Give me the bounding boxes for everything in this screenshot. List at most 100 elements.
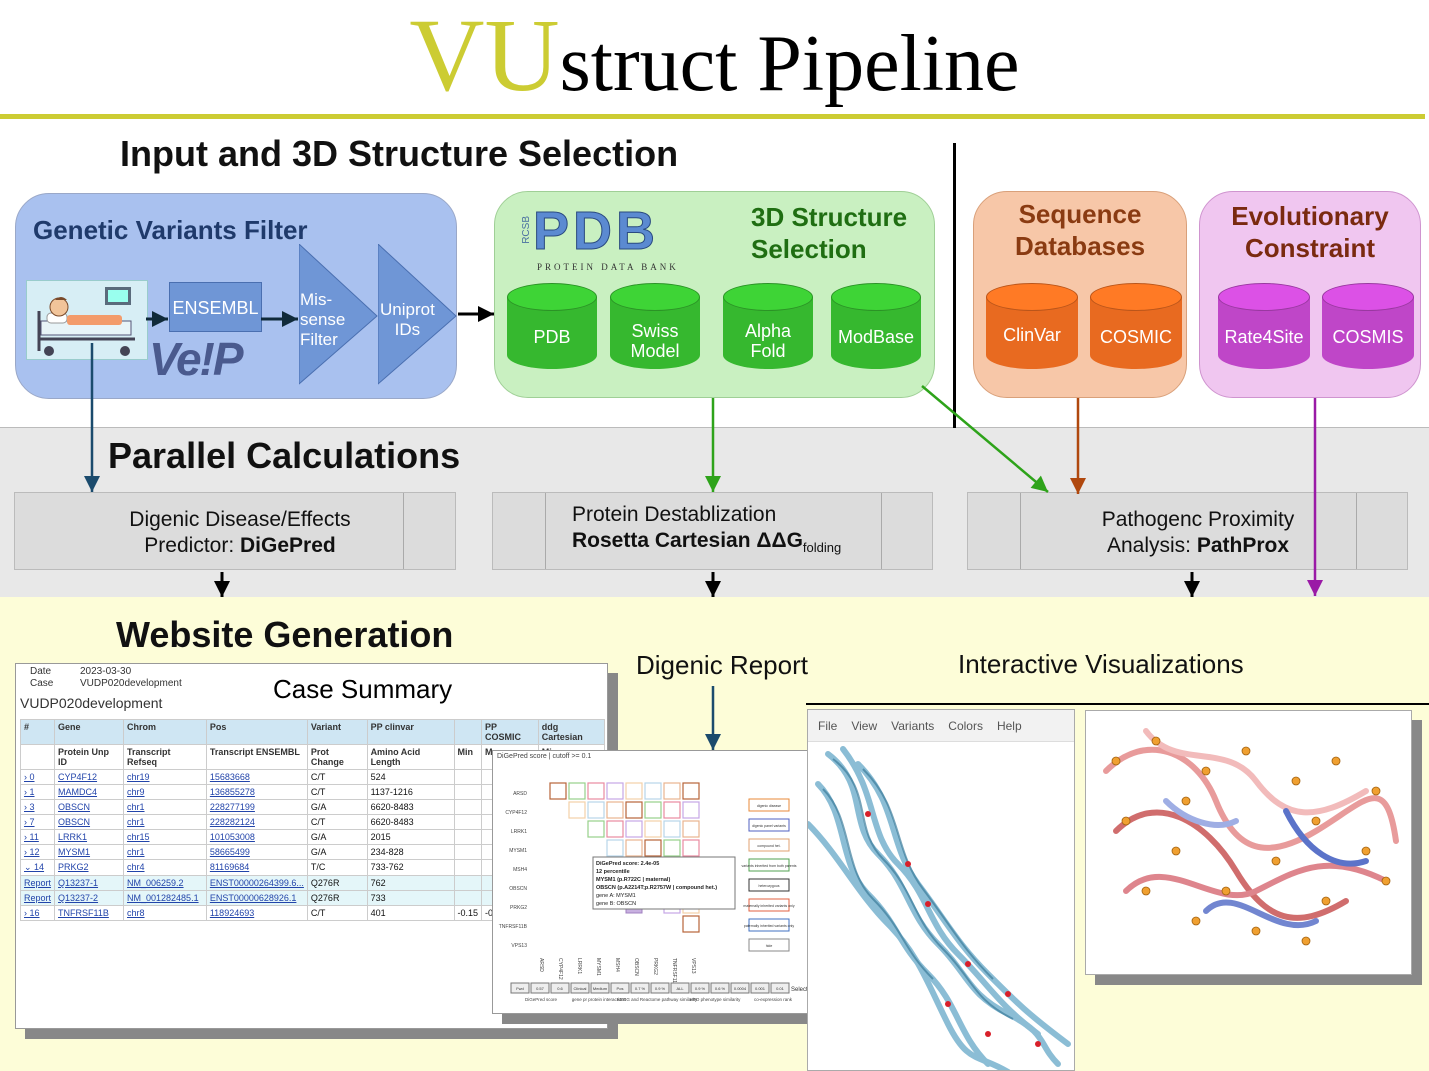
- heatmap-cell[interactable]: [568, 782, 586, 800]
- filter-button[interactable]: [530, 982, 550, 994]
- table-cell[interactable]: › 7: [19, 814, 56, 830]
- table-cell[interactable]: › 12: [19, 844, 56, 860]
- filter-button[interactable]: [630, 982, 650, 994]
- table-cell[interactable]: Q13237-2: [54, 890, 125, 906]
- legend-item[interactable]: [748, 938, 790, 952]
- filter-button[interactable]: [670, 982, 690, 994]
- table-cell[interactable]: 81169684: [205, 859, 308, 876]
- table-cell[interactable]: chr4: [123, 859, 207, 876]
- heatmap-cell[interactable]: [663, 820, 681, 838]
- table-cell[interactable]: chr1: [123, 814, 207, 830]
- viewer-menu-colors[interactable]: Colors: [948, 719, 983, 733]
- table-cell[interactable]: chr8: [123, 905, 207, 921]
- table-cell[interactable]: CYP4F12: [54, 769, 125, 785]
- table-cell[interactable]: › 0: [19, 769, 56, 785]
- table-cell[interactable]: 228282124: [205, 814, 308, 830]
- heatmap-cell[interactable]: [682, 801, 700, 819]
- table-cell[interactable]: MAMDC4: [54, 784, 125, 800]
- heatmap-cell[interactable]: [663, 782, 681, 800]
- heatmap-cell[interactable]: [606, 801, 624, 819]
- heatmap-cell[interactable]: [587, 801, 605, 819]
- legend-item[interactable]: [748, 798, 790, 812]
- heatmap-cell[interactable]: [625, 801, 643, 819]
- legend-item[interactable]: [748, 878, 790, 892]
- table-cell[interactable]: ENST00000628926.1: [205, 890, 308, 906]
- table-cell[interactable]: Q13237-1: [54, 875, 125, 891]
- legend-item[interactable]: [748, 918, 790, 932]
- heatmap-cell[interactable]: [644, 839, 662, 857]
- viewer-menu-help[interactable]: Help: [996, 719, 1022, 733]
- table-cell[interactable]: 118924693: [205, 905, 308, 921]
- heatmap-cell[interactable]: [587, 782, 605, 800]
- cs-header-cell[interactable]: Variant: [306, 719, 368, 745]
- table-cell[interactable]: › 3: [19, 799, 56, 815]
- table-cell[interactable]: › 16: [19, 905, 56, 921]
- table-cell[interactable]: chr19: [123, 769, 207, 785]
- table-cell[interactable]: 228277199: [205, 799, 308, 815]
- heatmap-cell[interactable]: [606, 820, 624, 838]
- cs-header-cell[interactable]: [453, 719, 483, 745]
- table-cell[interactable]: › 1: [19, 784, 56, 800]
- cs-header-cell[interactable]: Gene: [54, 719, 125, 745]
- filter-button[interactable]: [570, 982, 590, 994]
- table-cell[interactable]: ENST00000264399.6...: [205, 875, 308, 891]
- heatmap-cell[interactable]: [606, 839, 624, 857]
- table-cell[interactable]: TNFRSF11B: [54, 905, 125, 921]
- filter-button[interactable]: [710, 982, 730, 994]
- cs-header-cell[interactable]: Chrom: [123, 719, 207, 745]
- cs-header-cell[interactable]: Pos: [205, 719, 308, 745]
- filter-button[interactable]: [590, 982, 610, 994]
- filter-button[interactable]: [550, 982, 570, 994]
- filter-button[interactable]: [690, 982, 710, 994]
- viewer-menu-view[interactable]: View: [851, 719, 878, 733]
- legend-item[interactable]: [748, 818, 790, 832]
- heatmap-cell[interactable]: [644, 820, 662, 838]
- legend-item[interactable]: [748, 858, 790, 872]
- table-cell[interactable]: Report: [19, 890, 56, 906]
- heatmap-cell[interactable]: [682, 820, 700, 838]
- table-cell[interactable]: chr1: [123, 844, 207, 860]
- legend-item[interactable]: [748, 898, 790, 912]
- cs-header-cell[interactable]: #: [19, 719, 56, 745]
- filter-button[interactable]: [730, 982, 750, 994]
- heatmap-cell[interactable]: [568, 801, 586, 819]
- table-cell[interactable]: PRKG2: [54, 859, 125, 876]
- filter-button[interactable]: [650, 982, 670, 994]
- table-cell[interactable]: LRRK1: [54, 829, 125, 845]
- table-cell[interactable]: 58665499: [205, 844, 308, 860]
- table-cell[interactable]: OBSCN: [54, 814, 125, 830]
- table-cell[interactable]: 101053008: [205, 829, 308, 845]
- legend-item[interactable]: [748, 838, 790, 852]
- table-cell[interactable]: Report: [19, 875, 56, 891]
- heatmap-cell[interactable]: [644, 801, 662, 819]
- table-cell[interactable]: MYSM1: [54, 844, 125, 860]
- heatmap-cell[interactable]: [682, 782, 700, 800]
- heatmap-cell[interactable]: [682, 915, 700, 933]
- cs-header-cell[interactable]: PP clinvar: [366, 719, 455, 745]
- table-cell[interactable]: OBSCN: [54, 799, 125, 815]
- heatmap-cell[interactable]: [663, 801, 681, 819]
- table-cell[interactable]: chr9: [123, 784, 207, 800]
- filter-button[interactable]: [750, 982, 770, 994]
- table-cell[interactable]: 15683668: [205, 769, 308, 785]
- heatmap-cell[interactable]: [587, 820, 605, 838]
- heatmap-cell[interactable]: [625, 782, 643, 800]
- filter-button[interactable]: [770, 982, 790, 994]
- heatmap-cell[interactable]: [682, 839, 700, 857]
- viewer-menu-variants[interactable]: Variants: [891, 719, 935, 733]
- table-cell[interactable]: › 11: [19, 829, 56, 845]
- filter-button[interactable]: [610, 982, 630, 994]
- cs-header-cell[interactable]: PP COSMIC: [481, 719, 539, 745]
- heatmap-cell[interactable]: [625, 820, 643, 838]
- table-cell[interactable]: NM_001282485.1: [123, 890, 207, 906]
- table-cell[interactable]: 136855278: [205, 784, 308, 800]
- heatmap-cell[interactable]: [625, 839, 643, 857]
- viewer-menu-file[interactable]: File: [818, 719, 838, 733]
- heatmap-cell[interactable]: [606, 782, 624, 800]
- heatmap-cell[interactable]: [663, 839, 681, 857]
- cs-header-cell[interactable]: ddg Cartesian: [537, 719, 606, 745]
- heatmap-cell[interactable]: [549, 782, 567, 800]
- table-cell[interactable]: ⌄ 14: [19, 859, 56, 876]
- table-cell[interactable]: NM_006259.2: [123, 875, 207, 891]
- heatmap-cell[interactable]: [644, 782, 662, 800]
